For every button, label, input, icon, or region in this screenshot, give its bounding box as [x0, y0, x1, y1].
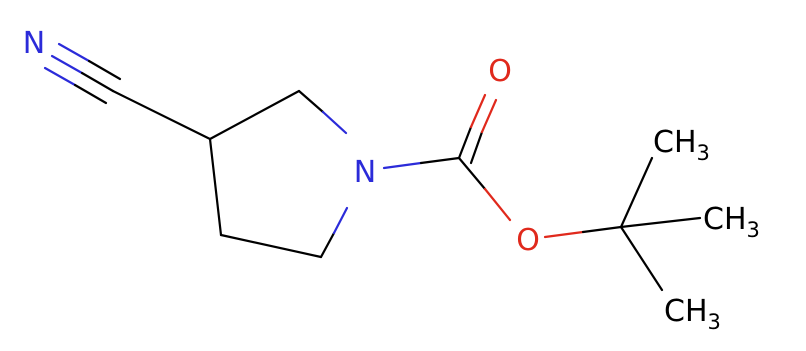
- nitrile-bond-line-3-n: [43, 66, 77, 87]
- ring-bond-c3-c4: [208, 137, 223, 237]
- n-carbonyl-bond-c: [419, 156, 461, 165]
- ring-n-label: N: [354, 155, 376, 190]
- nitrile-bond-line-2-n: [57, 42, 91, 63]
- carbonyl-double-bond: [457, 93, 498, 165]
- carbonyl-bond-b-c: [469, 130, 484, 165]
- methyl-bottom-label: CH3: [664, 294, 721, 334]
- carbonyl-bond-a-o: [469, 93, 487, 129]
- tbu-bond-bottom: [619, 225, 664, 292]
- nitrile-to-ring-bond: [111, 89, 212, 141]
- n-carbonyl-bond-n: [382, 161, 423, 170]
- nitrile-bond-line-1-c: [80, 71, 115, 93]
- ester-o-label: O: [516, 223, 540, 258]
- ring-bond-c3-c2: [208, 89, 301, 141]
- nitrile-triple-bond: [43, 42, 122, 105]
- methyl-top-label: CH3: [653, 125, 710, 165]
- carbonyl-bond-b-o: [480, 98, 498, 134]
- tbu-bond-top: [619, 156, 654, 229]
- ester-quat-bond-c: [581, 225, 623, 234]
- ring-bond-c2-n-c: [297, 89, 325, 114]
- nitrile-n-label: N: [23, 26, 45, 61]
- tbu-bond-right: [619, 216, 702, 229]
- ester-quat-bond-o: [543, 230, 585, 239]
- carbonyl-o-label: O: [488, 54, 512, 89]
- pyrrolidine-ring: [208, 89, 349, 259]
- ring-bond-c5-n-c: [319, 231, 336, 259]
- carbonyl-ester-bond-o: [483, 187, 512, 222]
- nitrile-bond-line-3-c: [73, 83, 108, 105]
- ring-bond-c4-c5: [219, 233, 323, 259]
- carbonyl-bond-a-c: [457, 125, 473, 160]
- ring-bond-c2-n-n: [321, 110, 348, 135]
- nitrile-bond-line-1-n: [50, 54, 84, 75]
- nitrile-bond-line-2-c: [87, 59, 122, 81]
- methyl-right-label: CH3: [703, 202, 760, 242]
- carbonyl-ester-bond-c: [457, 156, 487, 191]
- ring-bond-c5-n-n: [332, 206, 349, 235]
